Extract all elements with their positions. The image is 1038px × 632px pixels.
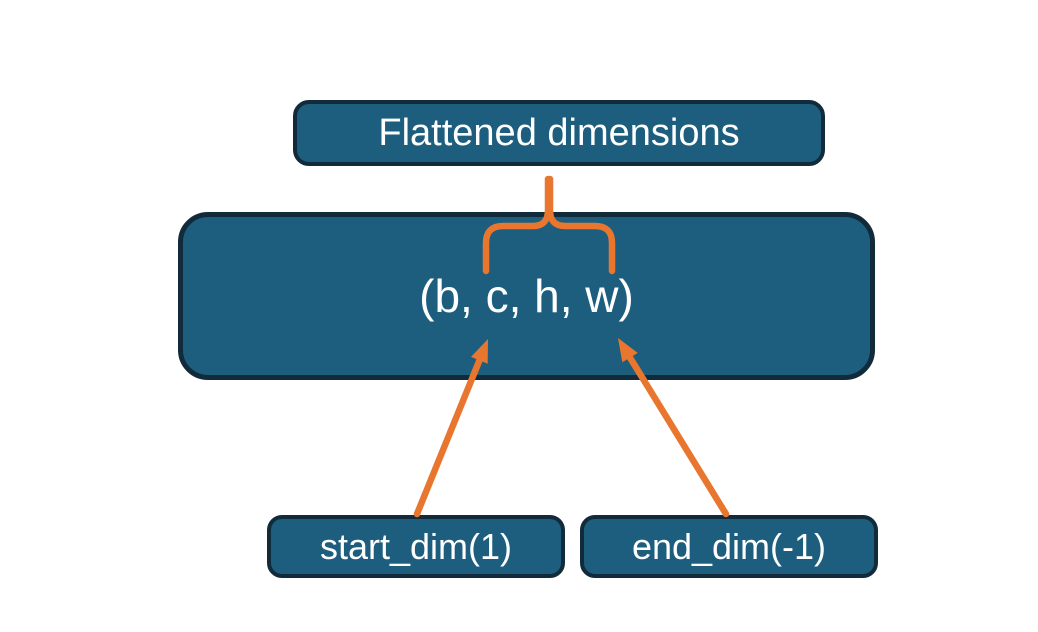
end-dim-box: end_dim(-1): [580, 515, 878, 578]
start-dim-label: start_dim(1): [319, 525, 513, 567]
tensor-shape-label: (b, c, h, w): [419, 270, 634, 322]
end-dim-label: end_dim(-1): [631, 525, 827, 567]
flattened-dimensions-box: Flattened dimensions: [293, 100, 825, 166]
tensor-shape-box: (b, c, h, w): [178, 212, 875, 380]
flattened-dimensions-label: Flattened dimensions: [378, 111, 740, 154]
start-dim-box: start_dim(1): [267, 515, 565, 578]
